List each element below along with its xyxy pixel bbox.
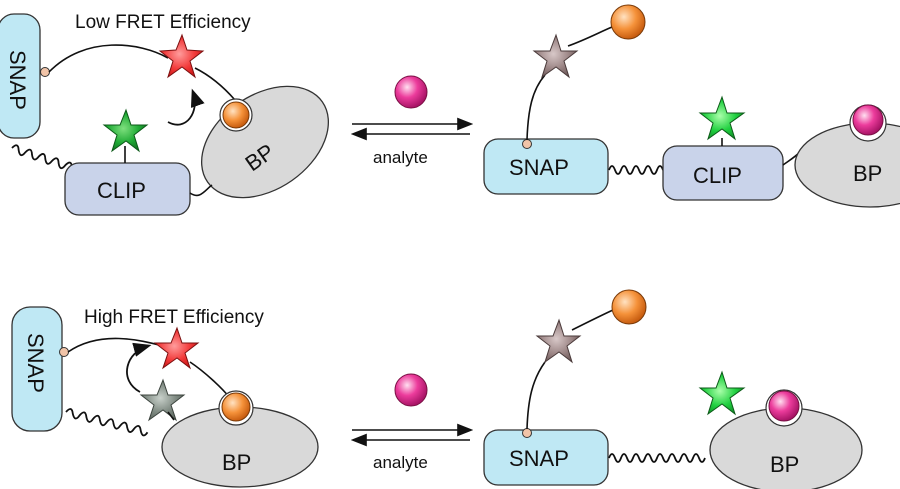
bp-protein-top-right xyxy=(794,122,900,208)
spring-linker xyxy=(608,165,664,175)
orange-ligand xyxy=(611,289,647,325)
spring-linker xyxy=(65,408,149,437)
analyte-bound xyxy=(768,390,800,422)
clip-label-top-left: CLIP xyxy=(97,178,146,203)
linker-line xyxy=(48,44,169,73)
orange-ligand xyxy=(221,392,251,422)
clip-protein-top-left xyxy=(64,162,191,216)
quenched-star-fluorophore xyxy=(532,33,579,79)
analyte-bound xyxy=(852,104,884,136)
bp-label-top-right: BP xyxy=(853,161,882,186)
quenched-star-fluorophore xyxy=(535,318,582,364)
bp-label-bottom-left: BP xyxy=(222,450,251,475)
linker-anchor xyxy=(59,347,69,357)
linker-anchor xyxy=(522,428,532,438)
bottom-panel: High FRET Efficiency SNAP BP analyte SNA… xyxy=(11,289,863,489)
bp-label-bottom-right: BP xyxy=(770,452,799,477)
red-star-fluorophore xyxy=(158,33,205,79)
top-title: Low FRET Efficiency xyxy=(75,12,251,33)
arrow-label-bottom: analyte xyxy=(373,453,428,472)
spring-linker xyxy=(608,453,706,463)
snap-label-top-left: SNAP xyxy=(5,50,30,110)
green-star-fluorophore xyxy=(698,370,746,416)
linker-anchor xyxy=(522,139,532,149)
spring-linker xyxy=(11,144,73,170)
linker-line xyxy=(526,74,546,141)
orange-ligand xyxy=(222,101,250,129)
fret-arrow xyxy=(167,88,205,126)
red-star-fluorophore xyxy=(153,326,200,370)
arrow-label-top: analyte xyxy=(373,148,428,167)
orange-ligand xyxy=(610,4,646,40)
analyte-ball xyxy=(394,373,428,407)
fret-arrow xyxy=(126,342,152,393)
green-star-fluorophore xyxy=(698,95,746,141)
snap-protein-top-right xyxy=(483,138,609,195)
top-panel: Low FRET Efficiency SNAP BP CLIP xyxy=(0,4,900,216)
snap-label-bottom-right: SNAP xyxy=(509,446,569,471)
snap-protein-left-top xyxy=(0,13,41,139)
bottom-title: High FRET Efficiency xyxy=(84,307,264,328)
snap-label-top-right: SNAP xyxy=(509,155,569,180)
linker-line xyxy=(567,26,613,47)
green-star-fluorophore xyxy=(102,108,149,153)
linker-line xyxy=(194,67,236,101)
snap-protein-bottom-right xyxy=(483,429,609,486)
linker-line xyxy=(67,337,164,353)
linker-line xyxy=(167,411,175,421)
analyte-ball xyxy=(394,75,428,109)
linker-line xyxy=(189,361,231,399)
linker-line xyxy=(526,361,546,430)
snap-label-bottom-left: SNAP xyxy=(23,333,48,393)
gray-star-fluorophore xyxy=(139,378,186,422)
linker-line xyxy=(189,184,213,197)
snap-protein-bottom-left xyxy=(11,306,63,432)
linker-anchor xyxy=(40,67,50,77)
clip-protein-top-right xyxy=(662,145,784,201)
linker-line xyxy=(571,309,614,331)
clip-label-top-right: CLIP xyxy=(693,163,742,188)
